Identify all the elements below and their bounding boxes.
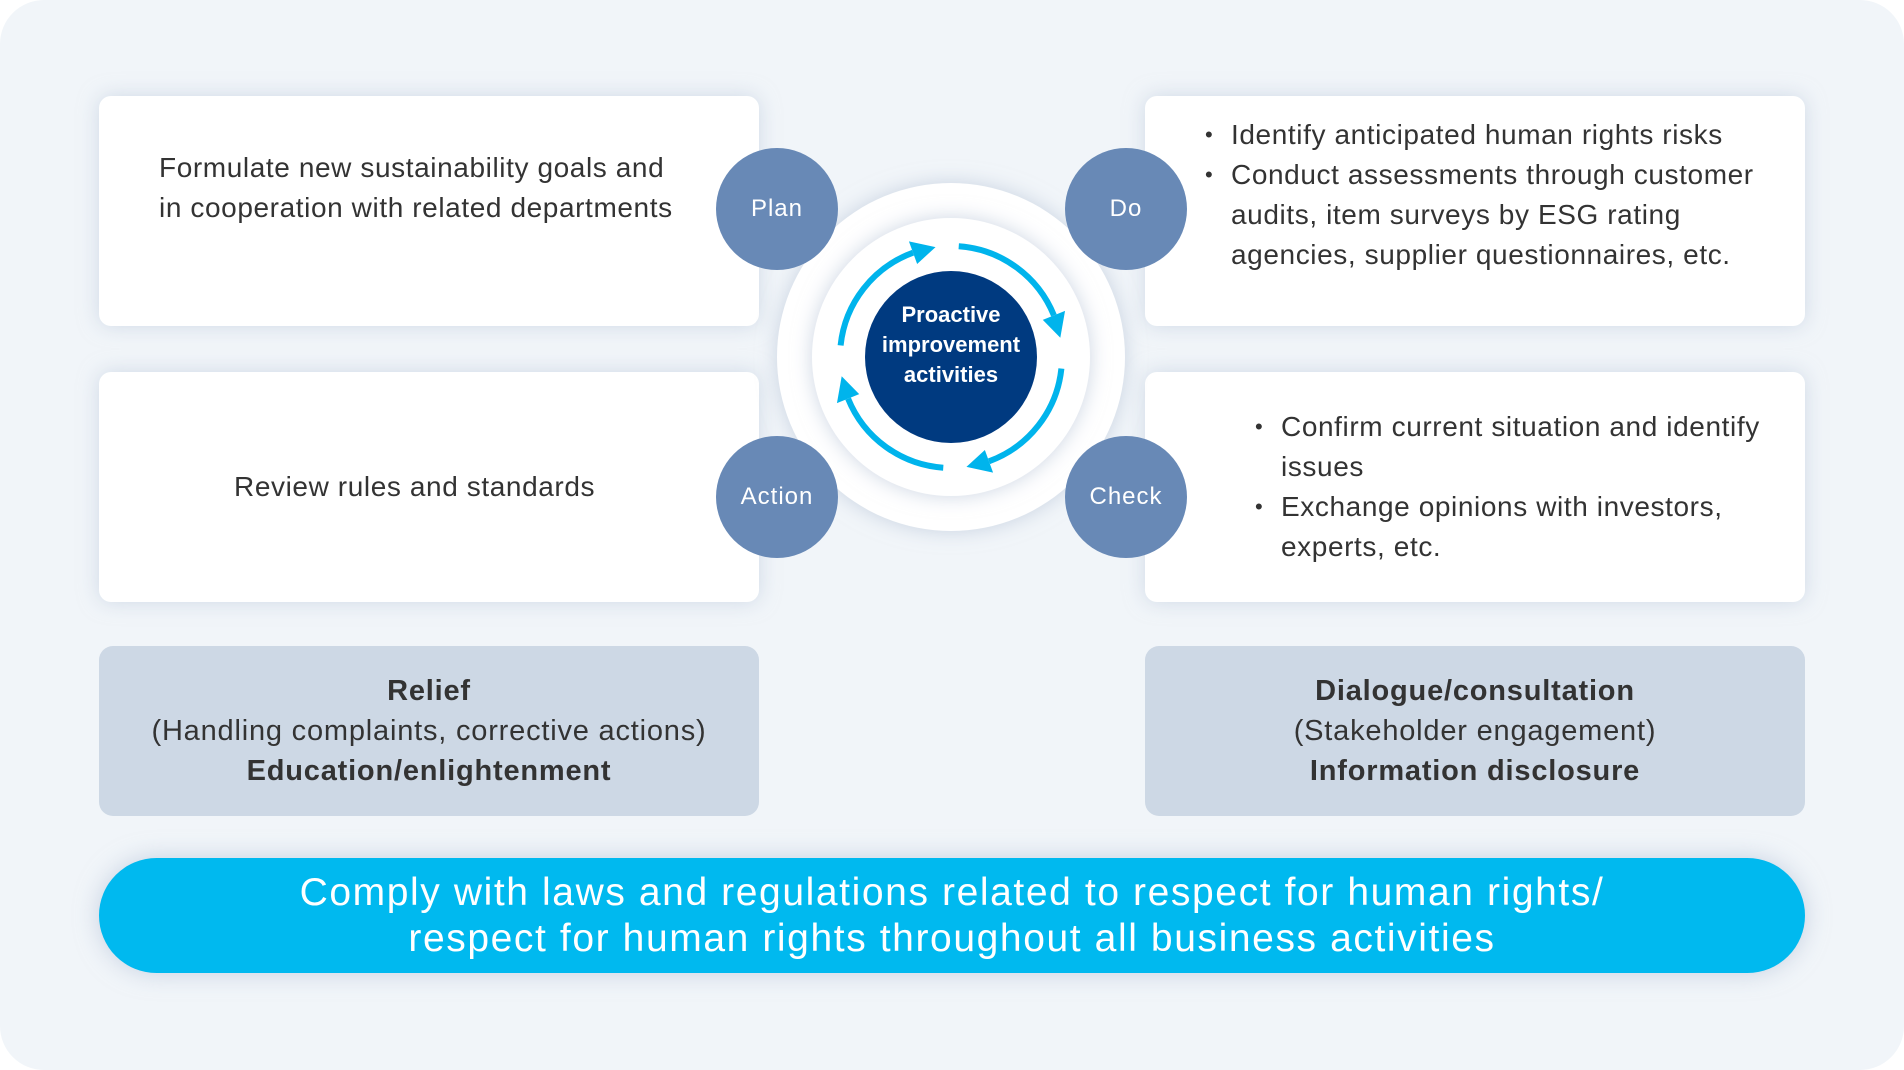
phase-action: Action	[716, 436, 838, 558]
center-label-line: Proactive	[901, 302, 1001, 327]
dialogue-subtitle: (Stakeholder engagement)	[1293, 715, 1657, 747]
phase-plan-label: Plan	[750, 195, 804, 222]
check-bullet-list: Confirm current situation and identify i…	[1255, 407, 1765, 567]
education-title: Education/enlightenment	[246, 755, 612, 787]
dialogue-disclosure-box: Dialogue/consultation (Stakeholder engag…	[1145, 646, 1805, 816]
relief-education-box: Relief (Handling complaints, corrective …	[99, 646, 759, 816]
foundation-line-1: Comply with laws and regulations related…	[299, 870, 1605, 914]
foundation-line-2: respect for human rights throughout all …	[408, 916, 1496, 960]
phase-check: Check	[1065, 436, 1187, 558]
action-description-card: Review rules and standards	[99, 372, 759, 602]
do-description-card: Identify anticipated human rights risks …	[1145, 96, 1805, 326]
center-label-line: activities	[903, 362, 999, 387]
center-label: Proactive improvement activities	[866, 300, 1036, 390]
do-bullet-item: Identify anticipated human rights risks	[1205, 115, 1785, 155]
plan-description-text: Formulate new sustainability goals and i…	[159, 152, 673, 223]
check-description-card: Confirm current situation and identify i…	[1145, 372, 1805, 602]
foundation-banner: Comply with laws and regulations related…	[99, 858, 1805, 973]
disclosure-title: Information disclosure	[1309, 755, 1641, 787]
plan-description-card: Formulate new sustainability goals and i…	[99, 96, 759, 326]
check-bullet-item: Confirm current situation and identify i…	[1255, 407, 1765, 487]
phase-plan: Plan	[716, 148, 838, 270]
center-label-line: improvement	[881, 332, 1021, 357]
do-bullet-list: Identify anticipated human rights risks …	[1205, 115, 1785, 275]
relief-title: Relief	[387, 675, 471, 707]
phase-do-label: Do	[1109, 195, 1143, 222]
dialogue-title: Dialogue/consultation	[1315, 675, 1635, 707]
action-description-text: Review rules and standards	[234, 471, 596, 502]
relief-subtitle: (Handling complaints, corrective actions…	[151, 715, 707, 747]
do-bullet-item: Conduct assessments through customer aud…	[1205, 155, 1785, 275]
phase-check-label: Check	[1089, 483, 1163, 510]
phase-do: Do	[1065, 148, 1187, 270]
phase-action-label: Action	[740, 483, 814, 510]
check-bullet-item: Exchange opinions with investors, expert…	[1255, 487, 1765, 567]
